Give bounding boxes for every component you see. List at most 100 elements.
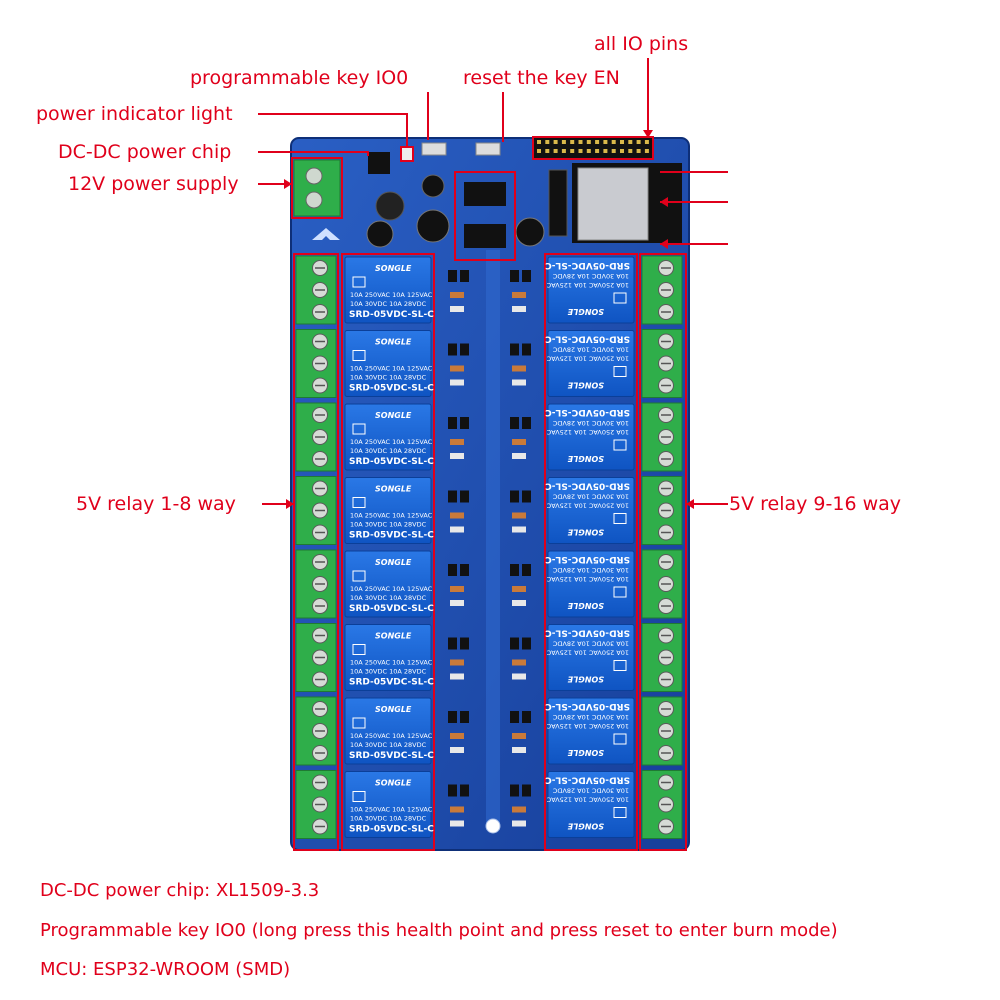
- relay-model: SRD-05VDC-SL-C: [349, 531, 434, 541]
- relay-rating-1: 10A 250VAC 10A 125VAC: [546, 722, 629, 730]
- relay-rating-1: 10A 250VAC 10A 125VAC: [546, 575, 629, 583]
- smd-components: [448, 564, 469, 606]
- relay-rating-2: 10A 30VDC 10A 28VDC: [350, 815, 427, 823]
- label-programmable-key: programmable key IO0: [190, 67, 409, 89]
- screw-terminal: [641, 549, 683, 619]
- transistor: [460, 490, 469, 503]
- diode: [512, 600, 526, 606]
- relay-mark: [352, 717, 366, 729]
- relay-mark: [352, 497, 366, 508]
- header-pin: [553, 140, 558, 144]
- transistor: [522, 343, 531, 356]
- relay-body: [344, 403, 432, 471]
- diode: [512, 673, 526, 680]
- smd-components: [448, 784, 469, 827]
- smd-components: [448, 343, 469, 386]
- capacitor-4: [515, 217, 545, 247]
- transistor: [460, 343, 469, 356]
- transistor: [460, 564, 469, 576]
- resistor: [450, 292, 464, 298]
- transistor: [448, 564, 457, 576]
- relay-model: SRD-05VDC-SL-C: [349, 604, 434, 614]
- relay-rating-2: 10A 30VDC 10A 28VDC: [552, 419, 629, 427]
- label-relay-left: 5V relay 1-8 way: [76, 493, 236, 515]
- relay-body: [344, 771, 432, 838]
- screw-terminal: [641, 623, 683, 692]
- diode: [512, 306, 526, 312]
- resistor: [450, 586, 464, 592]
- relay-model: SRD-05VDC-SL-C: [349, 678, 434, 688]
- relay-brand: SONGLE: [375, 264, 412, 273]
- screw-terminal: [295, 402, 337, 472]
- relay-rating-2: 10A 30VDC 10A 28VDC: [552, 640, 629, 648]
- relay-mark: [613, 807, 627, 818]
- diode: [450, 747, 464, 753]
- relay-body: [547, 256, 635, 324]
- relay-rating-2: 10A 30VDC 10A 28VDC: [350, 521, 427, 529]
- header-pin: [578, 149, 583, 153]
- relay-body: [344, 477, 432, 544]
- resistor: [450, 733, 464, 739]
- relay-mark: [613, 660, 627, 671]
- smd-components: [510, 711, 531, 753]
- smd-components: [510, 564, 531, 606]
- relay-model: SRD-05VDC-SL-C: [545, 481, 630, 491]
- header-pin: [578, 140, 583, 144]
- header-pin: [628, 149, 633, 153]
- relay-body: [547, 550, 635, 618]
- capacitor-1: [421, 174, 445, 198]
- header-pin: [537, 140, 541, 144]
- transistor: [448, 711, 457, 723]
- transistor: [522, 564, 531, 576]
- relay-rating-1: 10A 250VAC 10A 125VAC: [350, 438, 433, 446]
- header-pin: [620, 140, 624, 144]
- relay-rating-1: 10A 250VAC 10A 125VAC: [350, 291, 433, 299]
- relay-rating-2: 10A 30VDC 10A 28VDC: [552, 272, 629, 280]
- relay-brand: SONGLE: [375, 705, 412, 714]
- resistor: [450, 365, 464, 372]
- header-pin: [595, 140, 600, 144]
- esp32-module: [548, 163, 682, 243]
- smd-components: [510, 490, 531, 533]
- diode: [512, 453, 526, 459]
- relay-mark: [352, 276, 366, 288]
- dcdc-chip: [368, 152, 390, 174]
- inductor: [375, 191, 405, 221]
- transistor: [522, 417, 531, 429]
- relay-brand: SONGLE: [375, 632, 412, 641]
- diode: [512, 820, 526, 827]
- header-pin: [603, 140, 608, 144]
- relay-brand: SONGLE: [375, 779, 412, 788]
- relay-brand: SONGLE: [375, 558, 412, 567]
- relay-brand: SONGLE: [567, 528, 604, 537]
- screw-terminal: [641, 402, 683, 472]
- relay-body: [547, 403, 635, 471]
- header-pin: [628, 140, 633, 144]
- relay-rating-1: 10A 250VAC 10A 125VAC: [546, 355, 629, 363]
- relay-rating-2: 10A 30VDC 10A 28VDC: [552, 346, 629, 354]
- relay-rating-2: 10A 30VDC 10A 28VDC: [350, 668, 427, 676]
- header-pin: [644, 149, 649, 153]
- note-dcdc: DC-DC power chip: XL1509-3.3: [40, 880, 320, 901]
- relay-brand: SONGLE: [567, 381, 604, 390]
- io-header: [532, 136, 654, 160]
- smd-components: [510, 270, 531, 312]
- transistor: [510, 711, 519, 723]
- diode: [450, 673, 464, 680]
- header-pin: [570, 149, 575, 153]
- relay-body: [547, 624, 635, 691]
